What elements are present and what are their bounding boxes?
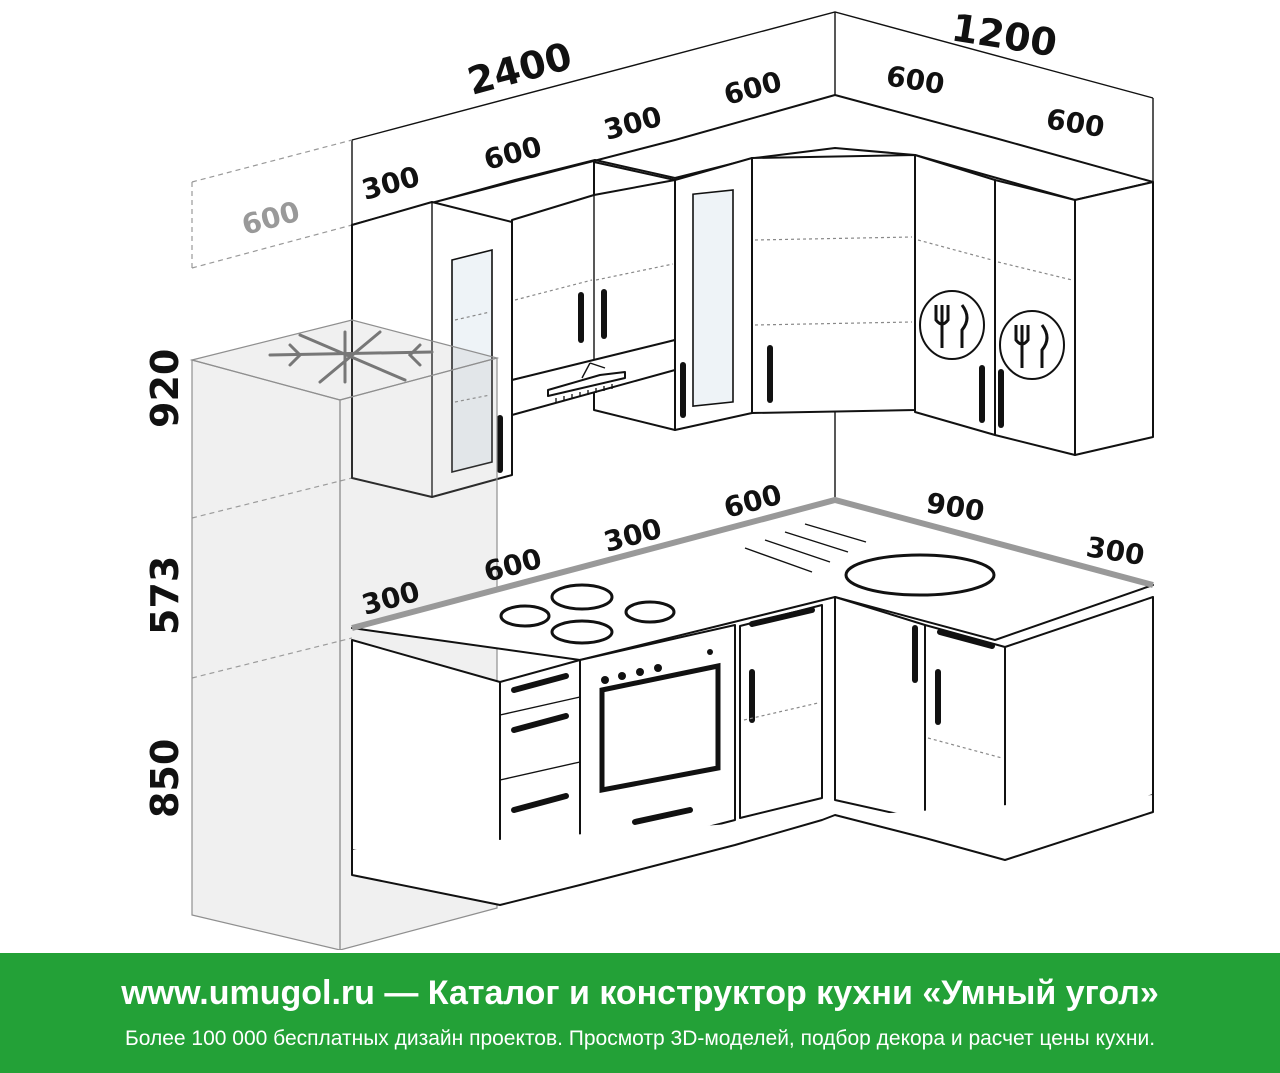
dim-overall-left: 2400: [463, 34, 577, 104]
dim-lower-5: 900: [924, 486, 987, 528]
cutlery-icon: [919, 290, 985, 360]
dim-height-middle: 573: [143, 556, 187, 635]
dim-lower-6: 300: [1084, 530, 1147, 572]
dim-upper-5: 600: [884, 59, 947, 101]
dim-upper-1: 300: [358, 160, 423, 207]
dim-height-upper: 920: [143, 349, 187, 428]
dim-overall-right: 1200: [949, 5, 1060, 65]
kitchen-diagram: 2400 1200 300 600 300 600 600 600 600 30…: [143, 5, 1154, 950]
dim-upper-3: 300: [600, 100, 665, 147]
hob-icon: [499, 583, 676, 645]
snowflake-icon: [268, 330, 434, 384]
sink-icon: [744, 523, 996, 597]
dim-height-lower: 850: [143, 739, 187, 818]
dim-upper-4: 600: [720, 65, 785, 112]
hood-icon: [547, 362, 626, 403]
upper-cabinets: [351, 94, 1154, 498]
depth-guide: [191, 139, 353, 679]
cutlery-icon: [999, 310, 1065, 380]
banner-subtitle: Более 100 000 бесплатных дизайн проектов…: [124, 1027, 1156, 1050]
dim-upper-2: 600: [480, 130, 545, 177]
banner-title[interactable]: www.umugol.ru — Каталог и конструктор ку…: [121, 974, 1159, 1012]
promo-banner: www.umugol.ru — Каталог и конструктор ку…: [0, 953, 1280, 1073]
lower-cabinets: [351, 496, 1154, 906]
dim-upper-6: 600: [1044, 102, 1107, 144]
dim-upper-depth: 600: [238, 195, 303, 242]
dimension-frame: [351, 11, 1154, 500]
